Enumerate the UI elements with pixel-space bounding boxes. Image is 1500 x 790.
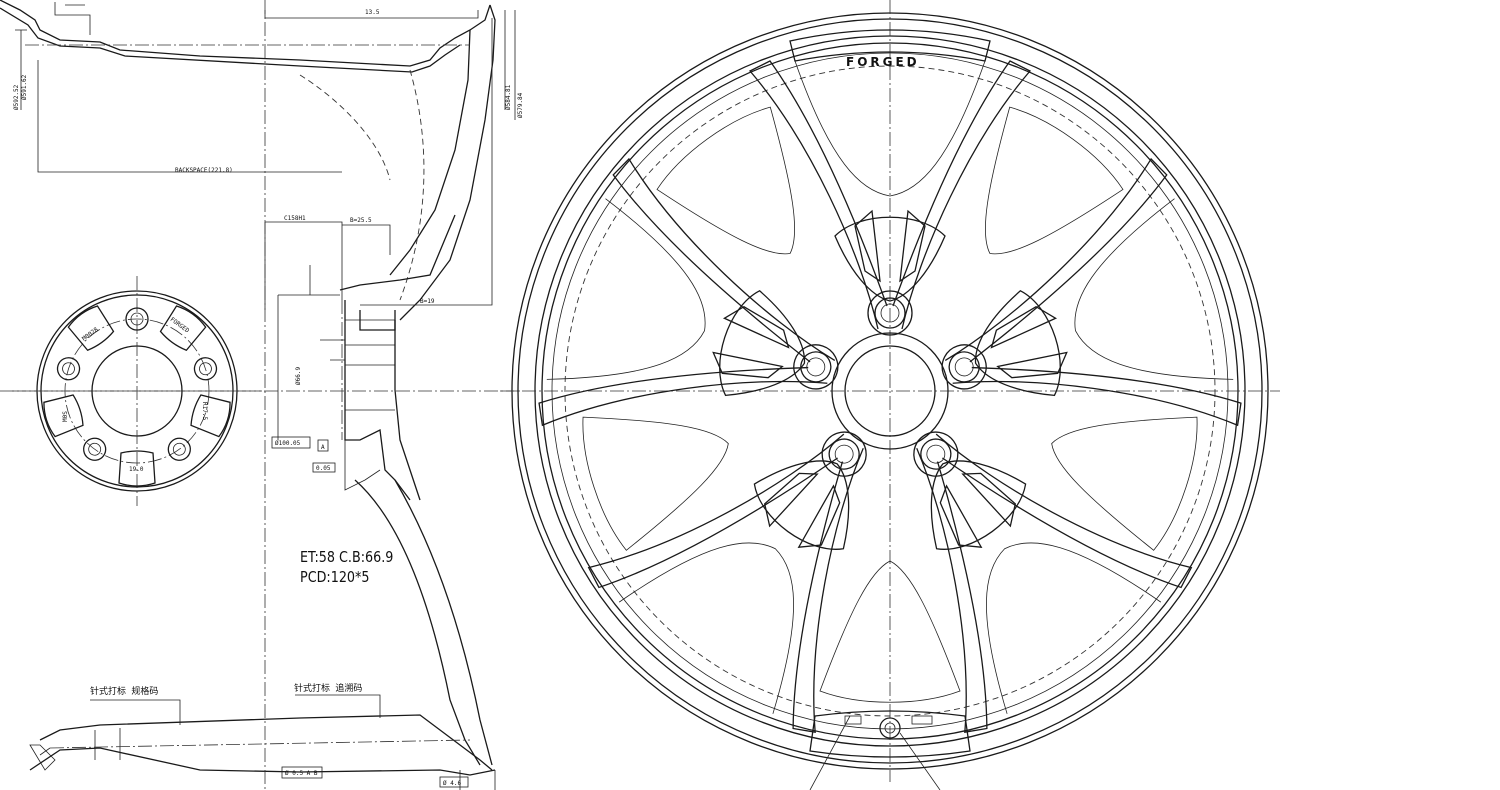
flatness-tag: 0.05 [316,465,331,472]
dim-left-1: Ø592.52 [13,84,20,110]
wheel-front-view: FORGED [500,0,1280,790]
pcd-spec: PCD:120*5 [300,568,370,586]
dim-left-2: Ø591.62 [21,74,28,100]
bottom-tolerance-tag: Ø 0.5 A B [285,770,318,777]
et-cb-spec: ET:58 C.B:66.9 [300,548,394,566]
note-trace-code: 针式打标 追溯码 [294,682,362,694]
dim-hub-offset: B=25.5 [350,217,372,224]
lug-bolt-holes [793,290,987,477]
lug-holes [56,307,218,461]
dim-bore: B=19 [420,298,435,305]
dim-inner-dia: Ø66.9 [295,367,302,385]
pad-label-5: M0S [62,411,69,422]
dim-right-1: Ø584.81 [505,84,512,110]
dim-top-width: 13.5 [365,9,380,16]
note-spec-code: 针式打标 规格码 [90,685,158,697]
datum-tag: A [321,444,325,451]
corner-tag: Ø 4.6 [443,780,461,787]
wheel-specs: ET:58 C.B:66.9 PCD:120*5 [300,547,393,587]
pad-label-1: M0028 [81,326,100,343]
pad-pockets [43,305,231,487]
pad-label-3: R17.5 [201,402,208,420]
hub-pad-view: M0028 FORGED R17.5 19.0 M0S [12,276,262,506]
valve-hole-icon [879,717,901,739]
spokes [538,60,1242,733]
pad-label-2: FORGED [169,316,191,335]
pad-label-4: 19.0 [129,466,144,473]
center-bore-icon [831,332,949,450]
dim-backspace: BACKSPACE(221.8) [175,167,233,174]
rim-cross-section: 13.5 BACKSPACE(221.8) C158H1 B=25.5 B=19… [0,0,524,790]
dim-hub-width: C158H1 [284,215,306,222]
brand-mark: FORGED [846,55,920,69]
tolerance-tag: Ø100.05 [275,440,301,447]
window-pockets [582,106,1198,703]
dim-right-2: Ø579.84 [517,92,524,118]
